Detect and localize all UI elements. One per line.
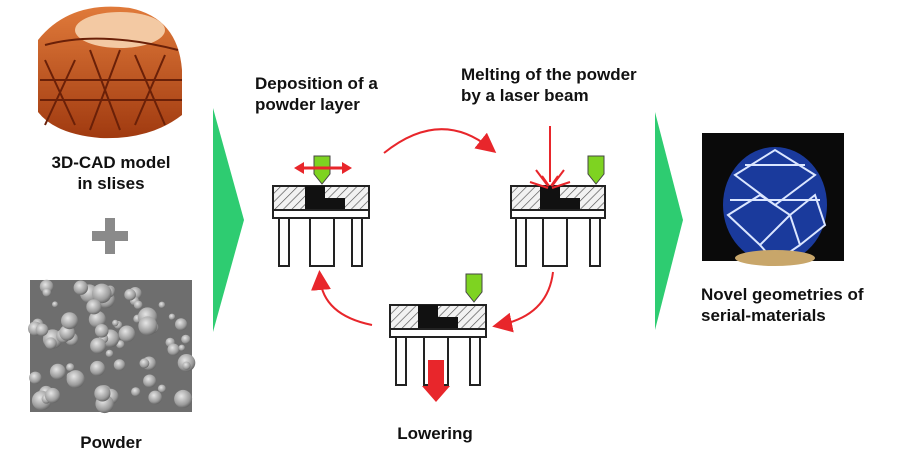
curved-arrow-icon [492, 271, 554, 333]
deposition-machine [272, 185, 370, 267]
curved-arrow-icon [383, 128, 497, 154]
powder-particle [175, 318, 188, 331]
powder-particle [168, 313, 176, 320]
powder-particle [112, 319, 119, 327]
cad-label-line2: in slises [77, 174, 145, 193]
melting-machine [510, 185, 606, 267]
melting-label: Melting of the powder by a laser beam [461, 64, 637, 106]
powder-particle [182, 361, 191, 370]
novel-geometries-label: Novel geometries of serial-materials [701, 284, 864, 326]
powder-particle [94, 385, 111, 402]
powder-particle [92, 283, 112, 304]
powder-particle [88, 310, 106, 328]
powder-particle [167, 343, 180, 356]
chevron-right-icon [213, 108, 244, 332]
deposition-label: Deposition of a powder layer [255, 73, 378, 115]
lowering-label: Lowering [397, 424, 473, 443]
powder-particle [90, 337, 106, 354]
cad-model-image [38, 6, 182, 139]
powder-particle [138, 316, 158, 336]
powder-particle [94, 324, 109, 338]
nozzle-icon [465, 273, 483, 303]
powder-particle [157, 384, 166, 393]
powder-label: Powder [80, 433, 142, 452]
powder-particle [181, 334, 191, 344]
cad-model-label: 3D-CAD model in slises [20, 152, 202, 194]
powder-particle [178, 344, 185, 351]
powder-particle [44, 387, 61, 404]
powder-particle [118, 325, 136, 343]
powder-particle [49, 363, 66, 380]
powder-particle [29, 371, 42, 384]
down-arrow-icon [422, 360, 450, 402]
powder-particle [42, 288, 52, 297]
nozzle-icon [587, 155, 605, 185]
powder-particle [86, 299, 102, 315]
double-arrow-icon [294, 162, 352, 174]
powder-particle [148, 390, 162, 405]
powder-particle [52, 301, 58, 308]
powder-particle [113, 359, 126, 371]
deposition-line2: powder layer [255, 95, 360, 114]
powder-particle [174, 389, 193, 408]
deposition-line1: Deposition of a [255, 74, 378, 93]
powder-particle [44, 337, 57, 350]
powder-particle [35, 323, 49, 337]
novel-line2: serial-materials [701, 306, 826, 325]
powder-particle [139, 358, 150, 369]
powder-particle [66, 363, 75, 372]
powder-particle [143, 374, 157, 388]
powder-particle [61, 312, 78, 330]
powder-particle [133, 300, 143, 310]
powder-particle [90, 360, 105, 376]
melting-line2: by a laser beam [461, 86, 589, 105]
powder-particle [105, 349, 114, 358]
novel-line1: Novel geometries of [701, 285, 864, 304]
novel-geometry-image [702, 133, 844, 266]
powder-particle [66, 370, 85, 389]
melting-line1: Melting of the powder [461, 65, 637, 84]
plus-icon [92, 218, 128, 254]
cad-label-line1: 3D-CAD model [51, 153, 171, 172]
curved-arrow-icon [311, 270, 373, 326]
laser-beam-icon [529, 126, 571, 189]
powder-particle [73, 280, 89, 295]
powder-particle [124, 288, 136, 301]
powder-image [27, 279, 196, 414]
nozzle-icon [313, 155, 331, 185]
chevron-right-icon [655, 112, 683, 330]
powder-particle [131, 387, 141, 397]
powder-particle [158, 301, 166, 309]
